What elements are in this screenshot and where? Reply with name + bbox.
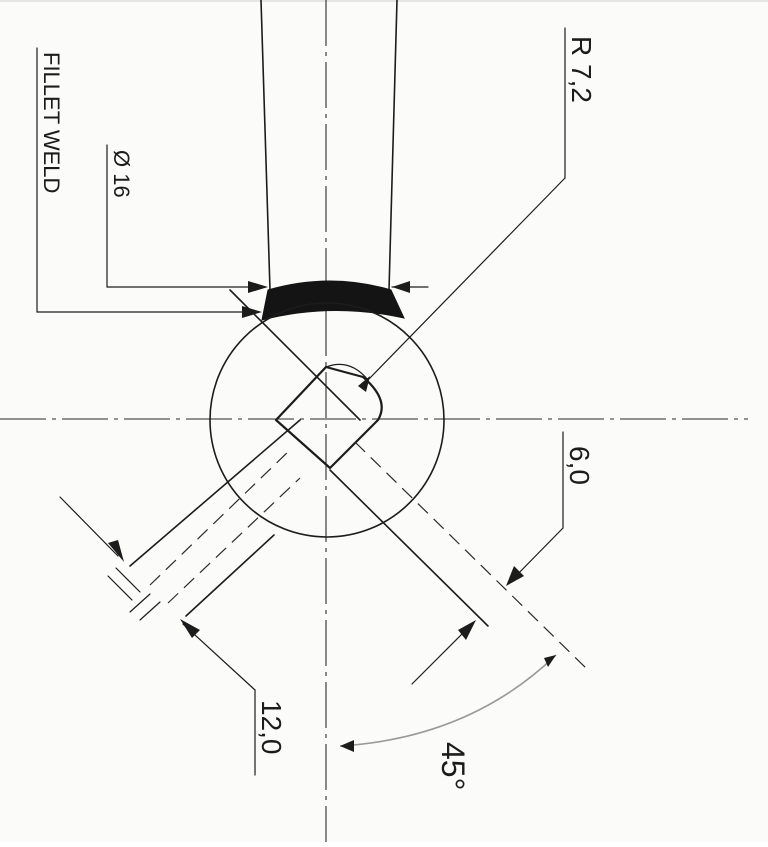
diameter-arrowhead-right bbox=[392, 281, 410, 293]
angle-label: 45° bbox=[435, 742, 471, 790]
thickness-label: 6,0 bbox=[564, 446, 595, 485]
radius-arrowhead bbox=[358, 376, 370, 392]
arm-left-edge bbox=[129, 419, 301, 567]
width-dimension-line-upper bbox=[59, 496, 119, 557]
angle-arrowhead-right bbox=[544, 655, 556, 667]
radius-label: R 7,2 bbox=[566, 36, 597, 103]
arm-left-edge-lower bbox=[185, 534, 275, 617]
fillet-weld-bead bbox=[261, 280, 405, 321]
width-arrowhead-lower bbox=[180, 619, 200, 638]
arm-hidden-line-c bbox=[354, 441, 591, 673]
width-tick-b bbox=[115, 567, 141, 593]
arm-right-edge-upper bbox=[329, 469, 489, 627]
shaft-left-edge bbox=[260, 0, 271, 291]
hub-circle bbox=[209, 302, 445, 538]
shaft-right-edge bbox=[388, 0, 398, 291]
slot-rounded-corner bbox=[325, 363, 369, 381]
width-tick-a bbox=[107, 575, 133, 601]
thickness-arrowhead-upper bbox=[506, 566, 524, 586]
diameter-label: Ø 16 bbox=[109, 150, 134, 198]
diameter-arrowhead-left bbox=[248, 281, 268, 293]
arm-hidden-line-b bbox=[167, 477, 301, 604]
width-arrowhead-upper bbox=[108, 540, 124, 562]
radius-leader-line bbox=[367, 177, 566, 381]
width-tick-d bbox=[139, 601, 161, 621]
weld-arrowhead bbox=[242, 306, 262, 318]
slot-section bbox=[274, 365, 383, 470]
width-tick-c bbox=[129, 593, 151, 613]
angle-arc bbox=[339, 654, 557, 747]
fillet-weld-label: FILLET WELD bbox=[39, 52, 64, 193]
width-label: 12,0 bbox=[256, 700, 287, 755]
arm-hidden-line-a bbox=[149, 449, 291, 586]
angle-arrowhead-left bbox=[340, 740, 354, 752]
thickness-arrowhead-lower bbox=[458, 620, 476, 640]
